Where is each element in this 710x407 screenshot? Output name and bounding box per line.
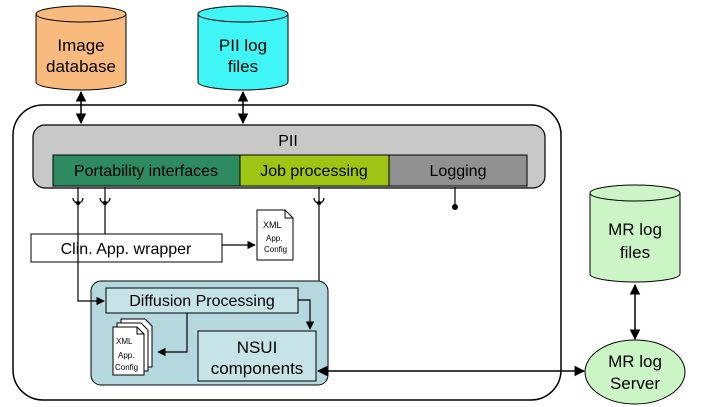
mr-log-files-body: [589, 193, 681, 283]
job-processing-to-nsui-arrow: [298, 299, 315, 330]
image-database-body: [35, 14, 127, 91]
logging-label: Logging: [430, 163, 487, 180]
xml-config-line2: App.: [266, 234, 282, 243]
job-processing-box: [239, 154, 390, 187]
pii-log-files-label-line1: PII log: [219, 36, 267, 55]
mr-log-files-label-line2: files: [620, 243, 650, 262]
stacked-xml-line2: App.: [118, 351, 134, 360]
mr-log-files-top: [589, 184, 681, 202]
stacked-xml-line1: XML: [116, 337, 133, 346]
pii-title: PII: [278, 133, 298, 150]
mr-log-server-label-line1: MR log: [608, 352, 662, 371]
pii-log-files-top: [197, 5, 289, 23]
portability-interfaces-box: [52, 154, 241, 187]
nsui-label-line1: NSUI: [237, 338, 278, 357]
image-database-label-line2: database: [46, 57, 116, 76]
image-database: Image database: [35, 5, 127, 91]
stacked-xml-documents: XML App. Config: [112, 318, 153, 376]
job-processing-label: Job processing: [260, 163, 368, 180]
pii-log-files-body: [197, 14, 289, 91]
xml-config-line3: Config: [264, 245, 287, 254]
nsui-label-line2: components: [211, 359, 304, 378]
mr-log-server: MR log Server: [584, 339, 686, 405]
xml-config-document: XML App. Config: [256, 209, 294, 261]
mr-log-files-database: MR log files: [589, 184, 681, 283]
clin-app-wrapper-label: Clin. App. wrapper: [61, 241, 192, 258]
pii-log-files-database: PII log files: [197, 5, 289, 91]
job-processing-socket: [313, 187, 325, 206]
portability-socket-1: [72, 187, 84, 206]
mr-log-server-label-line2: Server: [610, 374, 660, 393]
portability-socket-2: [99, 187, 111, 206]
logging-connector-dot: [452, 204, 458, 210]
mr-log-server-ellipse: [584, 339, 686, 405]
mr-log-files-label-line1: MR log: [608, 220, 662, 239]
stacked-xml-line3: Config: [115, 363, 138, 372]
pii-log-files-label-line2: files: [228, 57, 258, 76]
diffusion-processing-label: Diffusion Processing: [129, 293, 275, 310]
nsui-components-box: [197, 330, 317, 382]
wrapper-to-diffusion-arrow: [77, 205, 105, 306]
clin-app-wrapper-box: [30, 233, 223, 263]
image-database-top: [35, 5, 127, 23]
portability-interfaces-label: Portability interfaces: [74, 163, 218, 180]
image-database-label-line1: Image: [57, 36, 104, 55]
diffusion-processing-box: [105, 287, 299, 314]
logging-box: [388, 154, 528, 187]
diffusion-to-config-arrow: [157, 313, 188, 357]
xml-config-line1: XML: [263, 220, 282, 230]
